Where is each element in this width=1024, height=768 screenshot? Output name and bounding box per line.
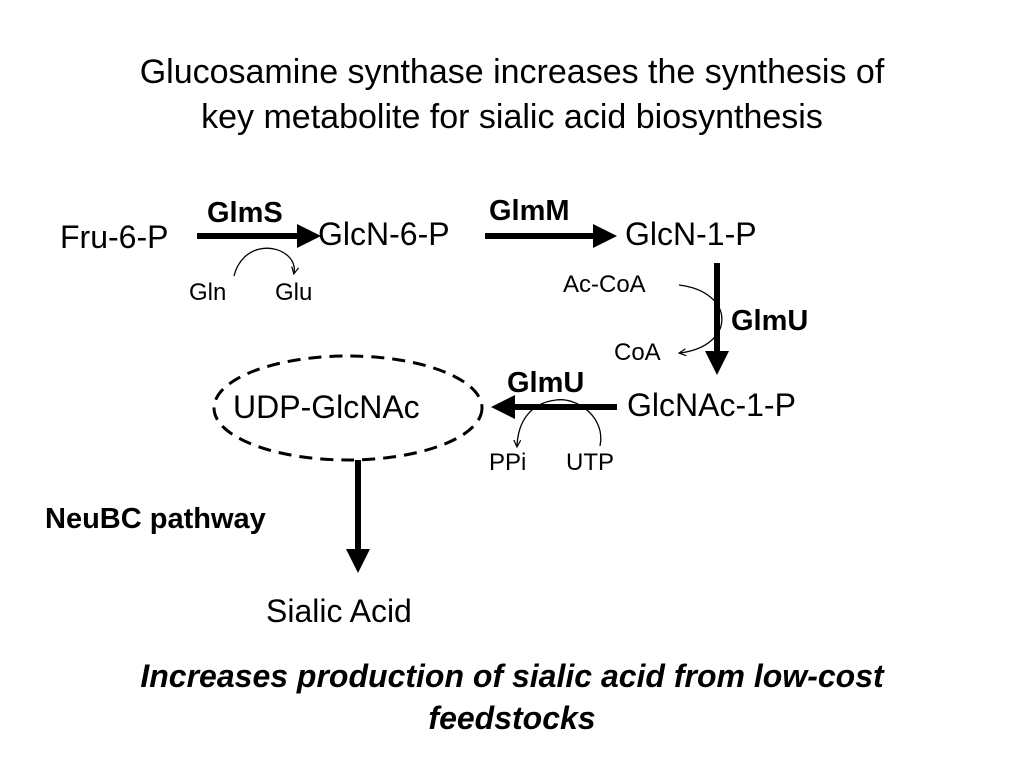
metabolite-glcnac1p: GlcNAc-1-P (627, 387, 796, 423)
enzyme-glmu-uridyltransferase: GlmU (507, 367, 584, 399)
title-line-1: Glucosamine synthase increases the synth… (139, 53, 885, 91)
conclusion-line-1: Increases production of sialic acid from… (140, 658, 884, 694)
enzyme-glms: GlmS (207, 197, 283, 229)
metabolite-glcn1p: GlcN-1-P (625, 216, 757, 252)
title-line-2: key metabolite for sialic acid biosynthe… (201, 98, 823, 136)
metabolite-fru6p: Fru-6-P (60, 219, 168, 255)
cofactor-glu: Glu (275, 279, 312, 306)
cofactor-ppi: PPi (489, 449, 526, 476)
enzyme-glmu-acetyltransferase: GlmU (731, 305, 808, 337)
conclusion-text: Increases production of sialic acid from… (20, 655, 1004, 739)
cofactor-acetyl-coa: Ac-CoA (563, 271, 646, 298)
cofactor-utp: UTP (566, 449, 614, 476)
curve-gln-to-glu (233, 247, 294, 277)
curve-utp-to-ppi (517, 399, 602, 446)
cofactor-coa: CoA (614, 339, 661, 366)
conclusion-line-2: feedstocks (428, 700, 596, 736)
metabolite-sialic-acid: Sialic Acid (266, 593, 412, 629)
cofactor-gln: Gln (189, 279, 226, 306)
enzyme-glmm: GlmM (489, 195, 570, 227)
metabolite-udpglcnac: UDP-GlcNAc (233, 389, 420, 425)
udpglcnac-highlight-ellipse (212, 354, 484, 462)
curve-accoa-to-coa (679, 284, 723, 353)
enzyme-neubc-pathway: NeuBC pathway (45, 503, 266, 535)
metabolite-glcn6p: GlcN-6-P (318, 216, 450, 252)
slide-title: Glucosamine synthase increases the synth… (40, 50, 984, 140)
